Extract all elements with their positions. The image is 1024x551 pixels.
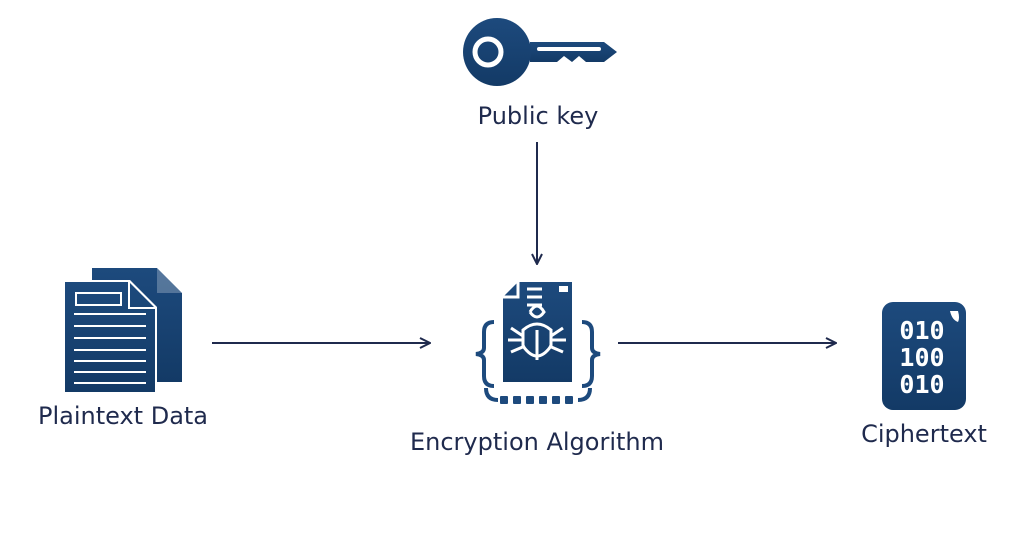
public-key-label: Public key bbox=[478, 102, 599, 130]
plaintext-label: Plaintext Data bbox=[38, 402, 208, 430]
ciphertext-label: Ciphertext bbox=[861, 420, 987, 448]
documents-icon bbox=[63, 268, 182, 394]
key-icon bbox=[463, 18, 617, 86]
binary-file-icon: 010 100 010 bbox=[882, 302, 966, 410]
algorithm-label: Encryption Algorithm bbox=[410, 428, 664, 456]
binary-row: 010 bbox=[899, 370, 944, 399]
binary-row: 100 bbox=[899, 343, 944, 372]
encryption-chip-icon bbox=[475, 282, 601, 404]
binary-row: 010 bbox=[899, 316, 944, 345]
